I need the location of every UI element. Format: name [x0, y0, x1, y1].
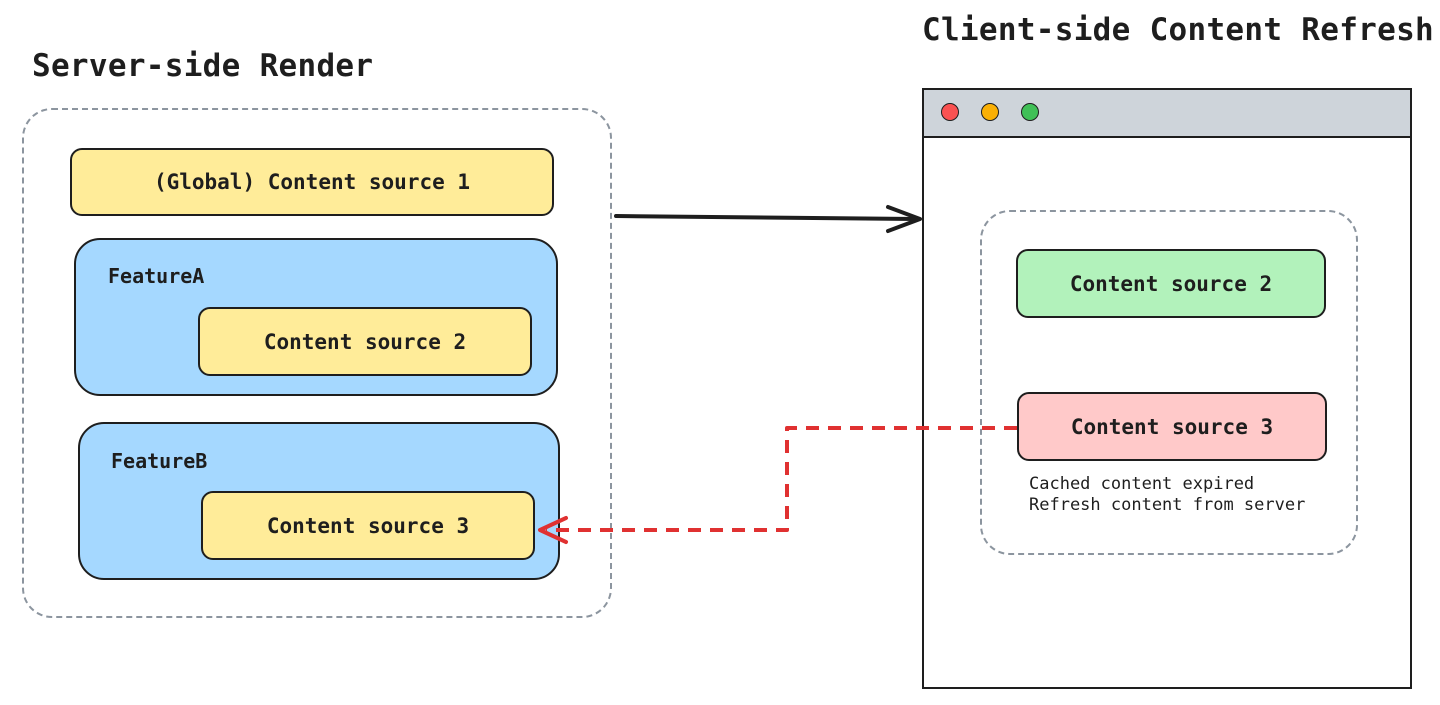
feature-b-label: FeatureB	[111, 449, 208, 473]
window-maximize-dot-icon	[1021, 103, 1039, 121]
global-content-source-1-label: (Global) Content source 1	[153, 170, 471, 194]
refresh-note-line-2: Refresh content from server	[1029, 495, 1306, 515]
client-content-source-2: Content source 2	[1016, 249, 1326, 318]
render-arrow-line	[614, 214, 920, 221]
refresh-note-line-1: Cached content expired	[1029, 474, 1255, 494]
window-minimize-dot-icon	[981, 103, 999, 121]
client-content-source-3-label: Content source 3	[1070, 414, 1274, 439]
client-content-group	[980, 210, 1358, 555]
client-side-title: Client-side Content Refresh	[922, 12, 1435, 48]
feature-a-content-source-2-label: Content source 2	[263, 329, 467, 354]
global-content-source-1: (Global) Content source 1	[70, 148, 554, 216]
browser-window	[922, 88, 1412, 689]
feature-b-content-source-3: Content source 3	[201, 491, 535, 560]
window-close-dot-icon	[941, 103, 959, 121]
render-arrow-head-icon	[886, 205, 922, 233]
browser-titlebar	[924, 90, 1410, 138]
render-arrow	[614, 205, 922, 233]
feature-a-content-source-2: Content source 2	[198, 307, 532, 376]
server-side-title: Server-side Render	[32, 48, 374, 84]
feature-a-label: FeatureA	[108, 264, 205, 288]
client-content-source-2-label: Content source 2	[1069, 271, 1273, 296]
refresh-note: Cached content expired Refresh content f…	[1029, 474, 1305, 516]
feature-b-content-source-3-label: Content source 3	[266, 513, 470, 538]
client-content-source-3: Content source 3	[1017, 392, 1327, 461]
server-render-group	[22, 108, 612, 618]
